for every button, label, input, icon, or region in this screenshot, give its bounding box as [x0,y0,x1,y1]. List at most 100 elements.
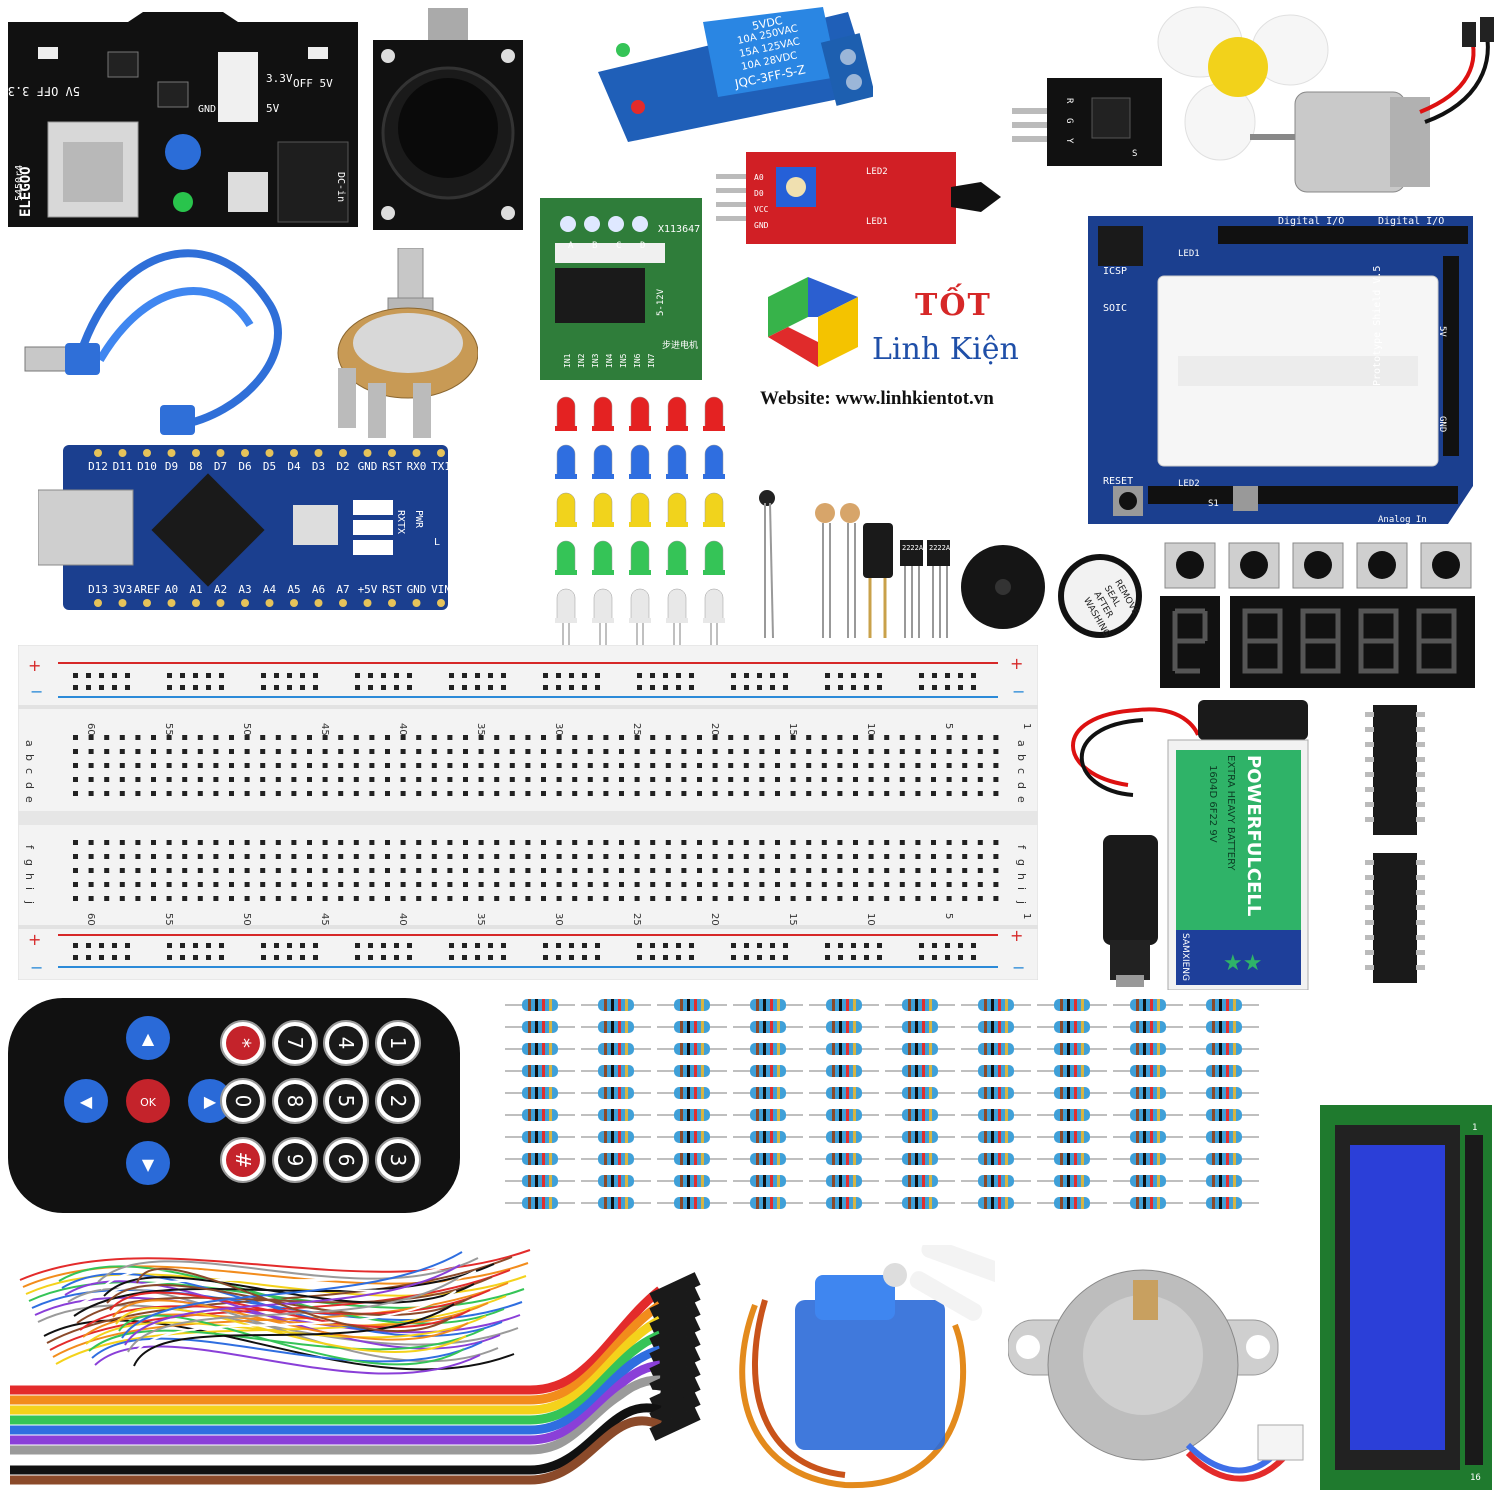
remote-key[interactable]: * [220,1020,266,1066]
svg-text:OK: OK [140,1096,157,1109]
ribbon-wire [10,1330,662,1425]
ribbon-wire [10,1286,663,1395]
brand-top-text: TỐT [915,288,992,323]
resistor [1037,1197,1107,1209]
resistor [809,1153,879,1165]
breadboard-column-number: 15 [787,913,798,926]
jumper-wire [112,1299,469,1341]
resistor [885,1153,955,1165]
svg-text:▶: ▶ [204,1092,217,1111]
remote-key[interactable]: # [220,1137,266,1183]
led [555,540,577,575]
led [629,396,651,431]
svg-text:5V: 5V [1437,326,1447,337]
jumper-wire [127,1277,459,1353]
svg-text:*: * [231,1038,255,1048]
resistor [733,1021,803,1033]
svg-text:▼: ▼ [142,1155,155,1174]
breadboard-row-letter: h [1015,873,1028,880]
resistor [1113,1065,1183,1077]
remote-key[interactable]: 2 [375,1078,421,1124]
nano-pin-label: AREF [134,583,161,596]
svg-text:2: 2 [386,1095,410,1108]
svg-text:IN3: IN3 [591,353,600,368]
jumper-wire [109,1291,471,1329]
dupont-connector [649,1347,701,1381]
nano-pin-label: A6 [312,583,325,596]
remote-key[interactable]: 9 [272,1137,318,1183]
remote-key[interactable]: 0 [220,1078,266,1124]
led [666,588,688,646]
remote-key[interactable]: 4 [323,1020,369,1066]
tact-buttons [1160,538,1480,593]
nano-pin-label: D12 [88,460,108,473]
svg-text:5-12V: 5-12V [656,288,666,316]
svg-text:DC-in: DC-in [335,172,346,202]
resistor [1189,999,1259,1011]
power-label-left: 5V OFF 3.3 [8,84,80,98]
ribbon-wire [10,1301,663,1405]
svg-text:VCC: VCC [754,205,769,214]
resistor [581,1175,651,1187]
dupont-connector [649,1317,701,1351]
svg-text:8: 8 [283,1095,307,1108]
resistor [961,1043,1031,1055]
nano-pin-label: A5 [287,583,300,596]
breadboard-row-letter: c [23,768,36,774]
led [666,540,688,575]
tact-button [1356,542,1408,589]
remote-key[interactable]: 8 [272,1078,318,1124]
svg-text:LED1: LED1 [866,217,888,227]
potentiometer [318,247,479,438]
resistor [1113,1175,1183,1187]
resistor [657,1175,727,1187]
nano-pin-label: D4 [287,460,301,473]
breadboard-column-number: 50 [241,913,252,926]
resistor [1189,1043,1259,1055]
buzzer-active: REMOVE SEAL AFTER WASHING [1045,548,1155,643]
resistor [1037,1043,1107,1055]
remote-key[interactable]: 6 [323,1137,369,1183]
remote-key[interactable]: 5 [323,1078,369,1124]
svg-text:7: 7 [283,1037,307,1050]
svg-text:5450r4: 5450r4 [14,165,25,201]
breadboard-column-number: 30 [553,913,564,926]
breadboard-column-number: 25 [631,913,642,926]
resistor [581,999,651,1011]
resistor [809,1065,879,1077]
remote-key[interactable]: 1 [375,1020,421,1066]
brand-website-link[interactable]: Website: www.linhkientot.vn [760,388,994,409]
resistor [581,1021,651,1033]
svg-text:IN7: IN7 [647,353,656,368]
remote-key[interactable]: 7 [272,1020,318,1066]
led [703,588,725,646]
nano-pin-label: D11 [113,460,133,473]
svg-text:A0: A0 [754,173,764,182]
nano-pin-label: GND [407,583,427,596]
svg-text:1: 1 [1472,1123,1477,1133]
svg-text:步进电机: 步进电机 [662,339,698,351]
svg-text:RESET: RESET [1103,476,1133,487]
svg-text:D: D [640,241,645,251]
svg-text:3: 3 [386,1154,410,1167]
resistor [1037,1153,1107,1165]
svg-text:Prototype Shield V.5: Prototype Shield V.5 [1372,266,1383,386]
nano-pin-label: D8 [189,460,202,473]
svg-text:R: R [1064,98,1074,104]
resistor [733,1065,803,1077]
breadboard-column-number: 50 [241,723,252,736]
resistor [1037,1109,1107,1121]
resistor [885,1175,955,1187]
remote-key[interactable]: 3 [375,1137,421,1183]
jumper-wire [121,1251,463,1339]
svg-text:G: G [1064,118,1074,123]
svg-text:9: 9 [283,1154,307,1167]
seven-segment-digit [1300,608,1341,674]
resistor [809,1109,879,1121]
resistor [1189,1175,1259,1187]
resistor [733,1131,803,1143]
svg-text:IN6: IN6 [633,353,642,368]
svg-text:16: 16 [1470,1473,1481,1483]
svg-text:D0: D0 [754,189,764,198]
breadboard-column-number: 1 [1021,723,1032,729]
